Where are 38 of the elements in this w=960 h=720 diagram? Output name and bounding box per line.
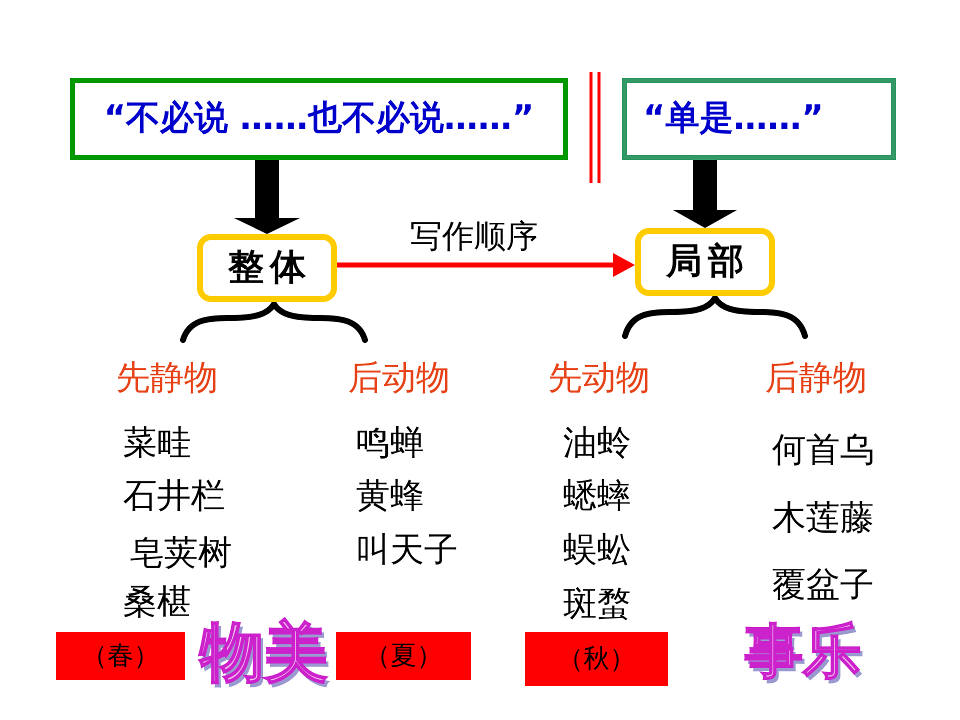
list-item: 油蛉 — [563, 425, 631, 462]
list-item: 菜畦 — [123, 425, 191, 462]
list-item: 石井栏 — [123, 478, 225, 516]
list-item: 蜈蚣 — [563, 532, 631, 570]
list-item: 桑椹 — [123, 584, 191, 622]
list-item: 覆盆子 — [772, 567, 874, 604]
arrow — [673, 160, 737, 228]
list-item: 蟋蟀 — [563, 478, 631, 516]
list-item: 叫天子 — [356, 532, 458, 570]
quote-text: “单是……” — [643, 99, 824, 139]
list-item: 何首乌 — [772, 432, 874, 470]
column-heading: 先静物 — [116, 360, 218, 398]
quote-box — [70, 78, 568, 160]
season-label: （夏） — [364, 641, 442, 671]
season-label: （春） — [82, 641, 160, 671]
category-box — [635, 228, 775, 296]
list-item: 皂荚树 — [130, 535, 232, 572]
season-box — [525, 632, 668, 686]
season-box — [336, 632, 471, 680]
quote-text: “不必说 ……也不必说……” — [104, 99, 534, 139]
edge-label: 写作顺序 — [410, 219, 538, 254]
season-box — [56, 632, 185, 680]
season-label: （秋） — [558, 644, 636, 674]
list-item: 斑蝥 — [563, 586, 631, 624]
category-label: 整体 — [227, 247, 312, 289]
category-label: 局部 — [664, 241, 750, 283]
list-item: 鸣蝉 — [356, 425, 424, 462]
quote-box — [622, 78, 896, 160]
column-heading: 后动物 — [348, 360, 450, 398]
arrow — [337, 253, 635, 277]
wordart-text: 物美 — [200, 618, 328, 688]
category-box — [197, 234, 337, 302]
wordart-text: 事乐 — [745, 620, 861, 684]
arrow — [234, 160, 300, 234]
list-item: 黄蜂 — [356, 478, 424, 516]
column-heading: 后静物 — [765, 360, 867, 398]
column-heading: 先动物 — [548, 360, 650, 398]
list-item: 木莲藤 — [772, 500, 874, 538]
